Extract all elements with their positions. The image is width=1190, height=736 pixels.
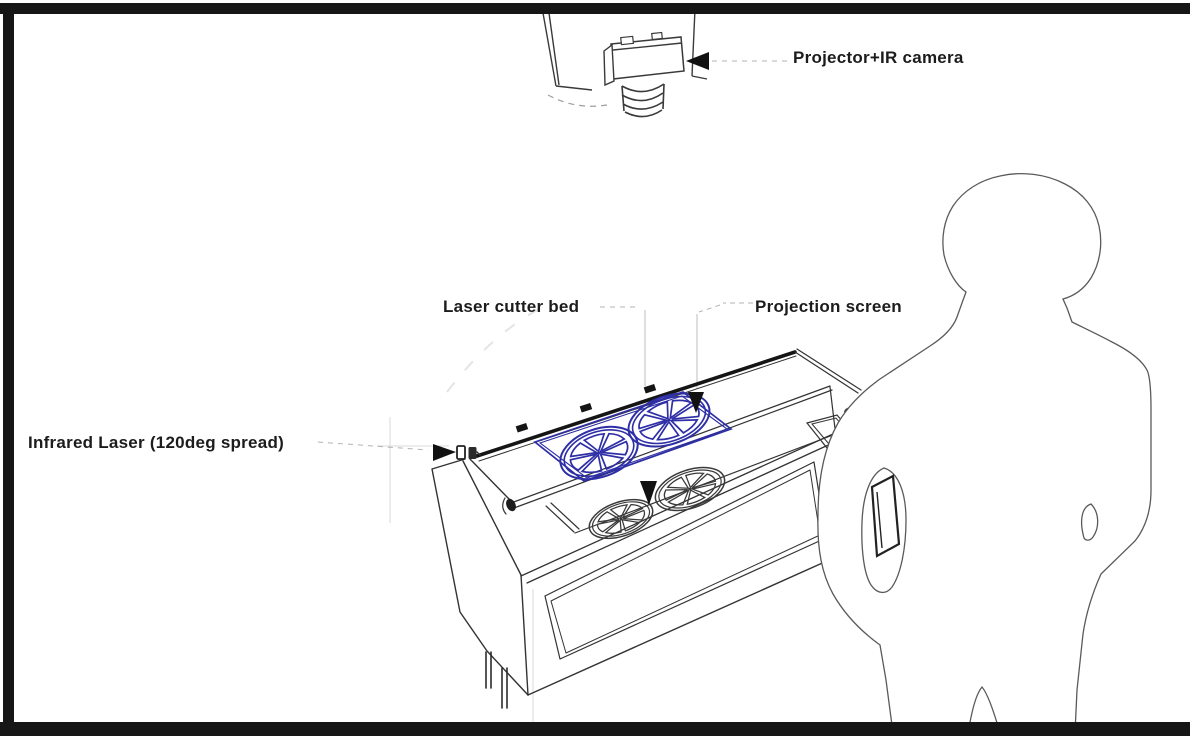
lid-top-edge [475, 350, 797, 458]
front-panel-frame [544, 461, 827, 660]
bed-wheel [654, 466, 726, 512]
top-far-edge-right [794, 348, 862, 394]
label-laser-cutter-bed: Laser cutter bed [443, 297, 580, 316]
bed-content [588, 466, 726, 540]
screen-down-arrow-icon [688, 392, 704, 413]
label-infrared-laser: Infrared Laser (120deg spread) [28, 433, 284, 452]
legs-notch [967, 686, 1001, 734]
frame-top [0, 3, 1190, 14]
projector-arrow-icon [686, 52, 709, 70]
projected-wheel [627, 392, 711, 448]
construction-lines [317, 60, 788, 722]
label-projector-ir-camera: Projector+IR camera [793, 48, 964, 67]
lid-hinge [506, 498, 516, 512]
ir-laser-emitter [433, 444, 481, 461]
lid-hinge-tabs [515, 383, 657, 433]
bed-wheel [588, 498, 654, 540]
laser-pointer-arrow [433, 444, 456, 461]
bed-slot-edge [545, 502, 580, 533]
arm-gap [1080, 503, 1099, 541]
annotation-arrows [640, 52, 709, 505]
bed-down-arrow-icon [640, 481, 657, 505]
projector-unit [542, 8, 708, 118]
machine-legs [485, 651, 508, 709]
person-outline [817, 172, 1152, 734]
hand-outline [861, 467, 907, 594]
frame-left [3, 3, 14, 733]
tablet-in-hand [870, 474, 901, 558]
projected-wheel [559, 425, 639, 481]
left-face [431, 458, 529, 696]
person-silhouette [817, 172, 1152, 734]
page-frame [0, 3, 1190, 736]
projection-screen-content [533, 391, 733, 482]
label-projection-screen: Projection screen [755, 297, 902, 316]
projector-mount-column [542, 8, 708, 91]
front-left-corner [520, 574, 529, 696]
projector-lens [621, 83, 665, 118]
laser-cutter [431, 348, 862, 709]
projector-body [603, 31, 685, 87]
front-bottom-edge [527, 555, 839, 696]
projection-outline [533, 391, 733, 482]
frame-bottom [0, 722, 1190, 736]
lid-left-edge [469, 458, 512, 502]
